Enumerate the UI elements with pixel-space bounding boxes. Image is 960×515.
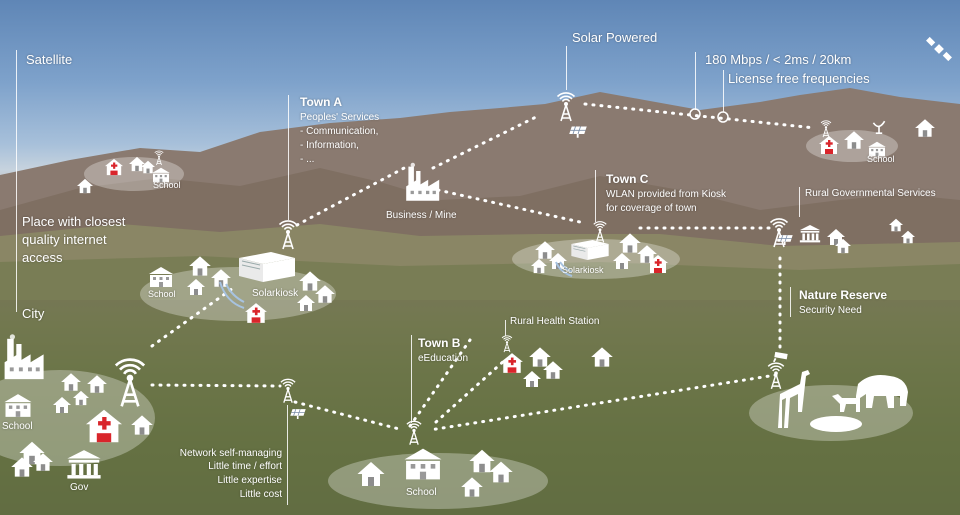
- town-c-leader-line: [595, 170, 596, 222]
- place-line1: Place with closest: [22, 214, 126, 229]
- solarkiosk-label-a: Solarkiosk: [252, 288, 299, 299]
- giraffe-icon: [778, 370, 810, 428]
- town-a-item3: - ...: [300, 154, 315, 165]
- bandwidth-leader-line: [695, 52, 696, 110]
- network-links: [150, 102, 817, 432]
- net-line4: Little cost: [239, 489, 282, 500]
- health-leader-line: [505, 320, 506, 336]
- kiosk-icon-a: [238, 251, 296, 283]
- rural-health-label: Rural Health Station: [510, 316, 600, 327]
- school-label-top: School: [867, 154, 895, 164]
- town-c-line2: for coverage of town: [606, 203, 697, 214]
- bandwidth-label: 180 Mbps / < 2ms / 20km: [705, 52, 852, 67]
- nature-leader-line: [790, 287, 791, 317]
- nature-reserve-title: Nature Reserve: [799, 288, 888, 302]
- school-label-city: School: [2, 421, 33, 432]
- rural-gov-label: Rural Governmental Services: [805, 188, 936, 199]
- gov-label-city: Gov: [70, 482, 89, 493]
- business-mine-label: Business / Mine: [386, 210, 457, 221]
- place-line2: quality internet: [22, 232, 107, 247]
- solar-powered-label: Solar Powered: [572, 30, 658, 45]
- elephant-icon: [856, 375, 908, 412]
- school-label-b: School: [406, 487, 437, 498]
- town-b-title: Town B: [418, 336, 461, 350]
- town-c-line1: WLAN provided from Kiosk: [606, 189, 727, 200]
- license-free-label: License free frequencies: [728, 71, 870, 86]
- animal-icons: [778, 370, 908, 432]
- satellite-icon: [926, 36, 952, 62]
- town-a-item1: - Communication,: [300, 126, 379, 137]
- solar-leader-line: [566, 46, 567, 90]
- school-label-a: School: [148, 289, 176, 299]
- solarkiosk-label-c: Solarkiosk: [562, 265, 604, 275]
- town-a-title: Town A: [300, 95, 342, 109]
- school-label-left: School: [153, 180, 181, 190]
- waterhole-icon: [810, 416, 862, 432]
- town-a-leader-line: [288, 95, 289, 220]
- nature-reserve-sub: Security Need: [799, 305, 862, 316]
- antelope-icon: [832, 394, 860, 412]
- town-a-item2: - Information,: [300, 140, 359, 151]
- license-leader-line: [723, 70, 724, 112]
- net-line2: Little time / effort: [208, 461, 282, 472]
- net-line1: Network self-managing: [179, 448, 282, 459]
- net-line3: Little expertise: [217, 475, 282, 486]
- town-c-title: Town C: [606, 172, 649, 186]
- mountain-ridges: [0, 88, 960, 515]
- satellite-leader-line: [16, 50, 17, 312]
- wlan-signal-arcs: [219, 261, 573, 309]
- town-b-sub: eEducation: [418, 353, 469, 364]
- town-b-leader-line: [411, 335, 412, 423]
- city-label: City: [22, 306, 45, 321]
- kiosk-icon-c: [570, 239, 610, 261]
- town-a-sub: Peoples' Services: [300, 112, 380, 123]
- satellite-label: Satellite: [26, 52, 73, 67]
- place-line3: access: [22, 250, 63, 265]
- network-leader-line: [287, 405, 288, 505]
- rural-gov-leader-line: [799, 187, 800, 217]
